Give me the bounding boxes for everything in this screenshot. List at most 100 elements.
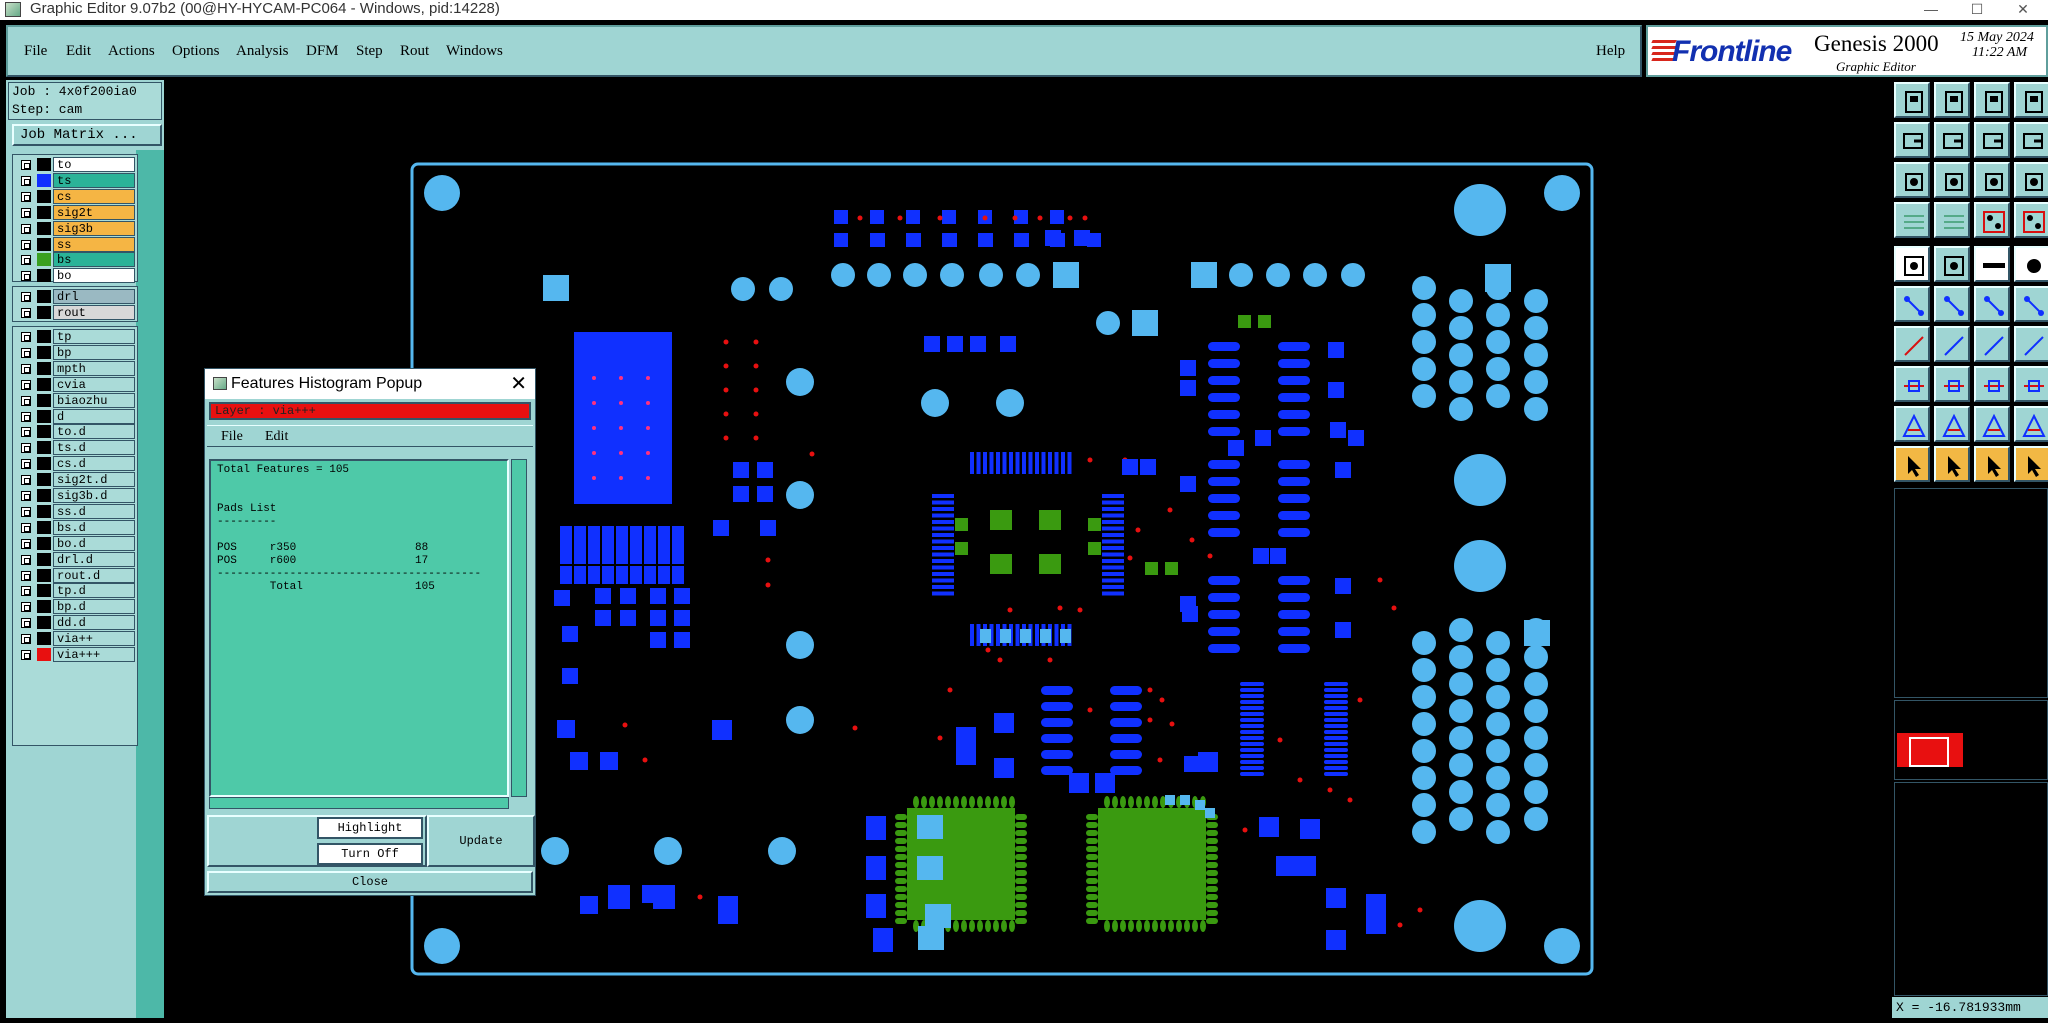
layer-checkbox[interactable] — [21, 292, 31, 302]
fit-view-icon[interactable] — [1894, 162, 1930, 198]
layer-row-to[interactable]: to — [15, 157, 135, 172]
group-icon[interactable] — [2014, 366, 2048, 402]
layer-checkbox[interactable] — [21, 522, 31, 533]
layer-checkbox[interactable] — [21, 239, 31, 250]
slash-icon[interactable] — [1894, 326, 1930, 362]
layer-checkbox[interactable] — [21, 475, 31, 486]
layer-row-sig3b-d[interactable]: sig3b.d — [15, 488, 135, 503]
layer-row-bp[interactable]: bp — [15, 344, 135, 360]
layer-name[interactable]: tp.d — [53, 583, 135, 599]
layer-row-bs[interactable]: bs — [15, 252, 135, 268]
layer-row-biaozhu[interactable]: biaozhu — [15, 392, 135, 408]
layer-row-dd-d[interactable]: dd.d — [15, 615, 135, 631]
layer-checkbox[interactable] — [21, 634, 31, 645]
layer-row-bo-d[interactable]: bo.d — [15, 535, 135, 551]
arc-icon[interactable] — [1974, 286, 2010, 322]
add-pad-icon[interactable] — [1894, 366, 1930, 402]
menu-actions[interactable]: Actions — [108, 43, 155, 59]
menu-options[interactable]: Options — [172, 43, 220, 59]
layer-name[interactable]: sig3b.d — [53, 488, 135, 503]
layer-name[interactable]: bp — [53, 344, 135, 360]
layer-name[interactable]: bo.d — [53, 535, 135, 551]
zoom-in-icon[interactable] — [1934, 122, 1970, 158]
zoom-step-icon[interactable] — [2014, 122, 2048, 158]
layer-checkbox[interactable] — [21, 207, 31, 218]
layer-name[interactable]: rout — [53, 304, 135, 320]
layer-name[interactable]: sig2t.d — [53, 472, 135, 488]
report-horizontal-scrollbar[interactable] — [209, 797, 509, 809]
layer-checkbox[interactable] — [21, 411, 31, 422]
layer-checkbox[interactable] — [21, 618, 31, 629]
layer-name[interactable]: ss.d — [53, 503, 135, 519]
layer-checkbox[interactable] — [21, 650, 31, 660]
snap2-icon[interactable] — [2014, 202, 2048, 238]
layer-name[interactable]: to — [53, 157, 135, 172]
cross-icon[interactable] — [1934, 286, 1970, 322]
close-window-button[interactable]: ✕ — [2017, 1, 2029, 17]
layer-row-bp-d[interactable]: bp.d — [15, 599, 135, 615]
layer-name[interactable]: bs.d — [53, 519, 135, 535]
layer-row-sig2t[interactable]: sig2t — [15, 204, 135, 220]
menu-rout[interactable]: Rout — [400, 43, 430, 59]
pcb-view[interactable] — [164, 80, 1892, 1018]
layer-name[interactable]: tp — [53, 329, 135, 344]
layer-row-tp[interactable]: tp — [15, 329, 135, 344]
select3-icon[interactable] — [1974, 446, 2010, 482]
maximize-button[interactable]: ☐ — [1970, 1, 1984, 17]
diagonal-icon[interactable] — [1934, 326, 1970, 362]
layer-checkbox[interactable] — [21, 347, 31, 358]
layer-checkbox[interactable] — [21, 395, 31, 406]
update-button[interactable]: Update — [427, 815, 535, 867]
layer-checkbox[interactable] — [21, 223, 31, 234]
layer-name[interactable]: ss — [53, 236, 135, 252]
line-icon[interactable] — [1974, 246, 2010, 282]
minus-icon[interactable] — [1934, 366, 1970, 402]
triangle2-icon[interactable] — [1934, 406, 1970, 442]
layer-name[interactable]: mpth — [53, 360, 135, 376]
layer-row-to-d[interactable]: to.d — [15, 424, 135, 440]
menu-help[interactable]: Help — [1596, 43, 1626, 59]
layer-name[interactable]: d — [53, 408, 135, 424]
layer-checkbox[interactable] — [21, 160, 31, 170]
turn-off-button[interactable]: Turn Off — [317, 843, 423, 865]
report-vertical-scrollbar[interactable] — [511, 459, 527, 797]
layer-checkbox[interactable] — [21, 332, 31, 342]
layer-row-via---[interactable]: via+++ — [15, 647, 135, 662]
select2-icon[interactable] — [1934, 446, 1970, 482]
layer-name[interactable]: sig2t — [53, 204, 135, 220]
layer-row-cvia[interactable]: cvia — [15, 376, 135, 392]
layer-checkbox[interactable] — [21, 586, 31, 597]
point-icon[interactable] — [2014, 286, 2048, 322]
select-icon[interactable] — [1894, 446, 1930, 482]
layer-checkbox[interactable] — [21, 363, 31, 374]
flip-icon[interactable] — [2014, 326, 2048, 362]
layer-name[interactable]: drl.d — [53, 551, 135, 567]
layer-checkbox[interactable] — [21, 427, 31, 438]
layer-checkbox[interactable] — [21, 602, 31, 613]
connect-icon[interactable] — [1894, 286, 1930, 322]
layer-checkbox[interactable] — [21, 570, 31, 581]
layer-checkbox[interactable] — [21, 554, 31, 565]
layer-name[interactable]: bs — [53, 252, 135, 268]
layer-checkbox[interactable] — [21, 491, 31, 501]
menu-step[interactable]: Step — [356, 43, 383, 59]
menu-analysis[interactable]: Analysis — [236, 43, 289, 59]
layer-checkbox[interactable] — [21, 506, 31, 517]
layer-name[interactable]: drl — [53, 289, 135, 304]
layer-row-mpth[interactable]: mpth — [15, 360, 135, 376]
layer-name[interactable]: cvia — [53, 376, 135, 392]
draw-shape-icon[interactable] — [1934, 246, 1970, 282]
layer-checkbox[interactable] — [21, 379, 31, 390]
one-to-one-icon[interactable] — [1974, 162, 2010, 198]
zoom-back-icon[interactable] — [1974, 122, 2010, 158]
layer-row-rout-d[interactable]: rout.d — [15, 567, 135, 583]
popup-menu-file[interactable]: File — [221, 429, 243, 444]
layer-name[interactable]: dd.d — [53, 615, 135, 631]
layer-row-bs-d[interactable]: bs.d — [15, 519, 135, 535]
popup-menu-edit[interactable]: Edit — [265, 429, 289, 444]
layer-name[interactable]: sig3b — [53, 220, 135, 236]
job-matrix-button[interactable]: Job Matrix ... — [12, 124, 162, 146]
layer-row-via--[interactable]: via++ — [15, 631, 135, 647]
layer-checkbox[interactable] — [21, 175, 31, 186]
layer-name[interactable]: biaozhu — [53, 392, 135, 408]
